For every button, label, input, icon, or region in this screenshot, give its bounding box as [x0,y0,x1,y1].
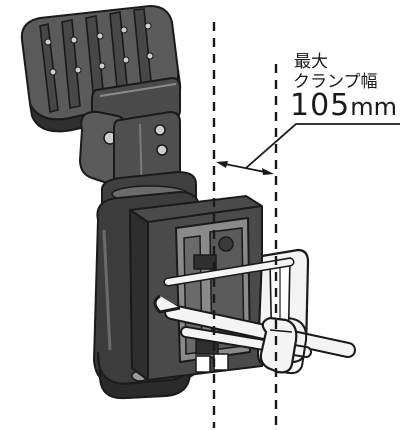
annotation-value: 105 [290,88,351,123]
sensor-light-head-icon [20,4,182,133]
annotation-value-group: 105mm [290,88,397,123]
dashed-guide-line-icon [212,22,278,428]
annotation-unit: mm [350,93,398,121]
annotation-line1: 最大 [294,52,328,72]
dimension-arrow-icon [216,123,400,175]
clamp-body-icon [92,190,263,400]
clamp-screw-icon [153,257,356,375]
annotation-line2: クランプ幅 [293,72,378,92]
